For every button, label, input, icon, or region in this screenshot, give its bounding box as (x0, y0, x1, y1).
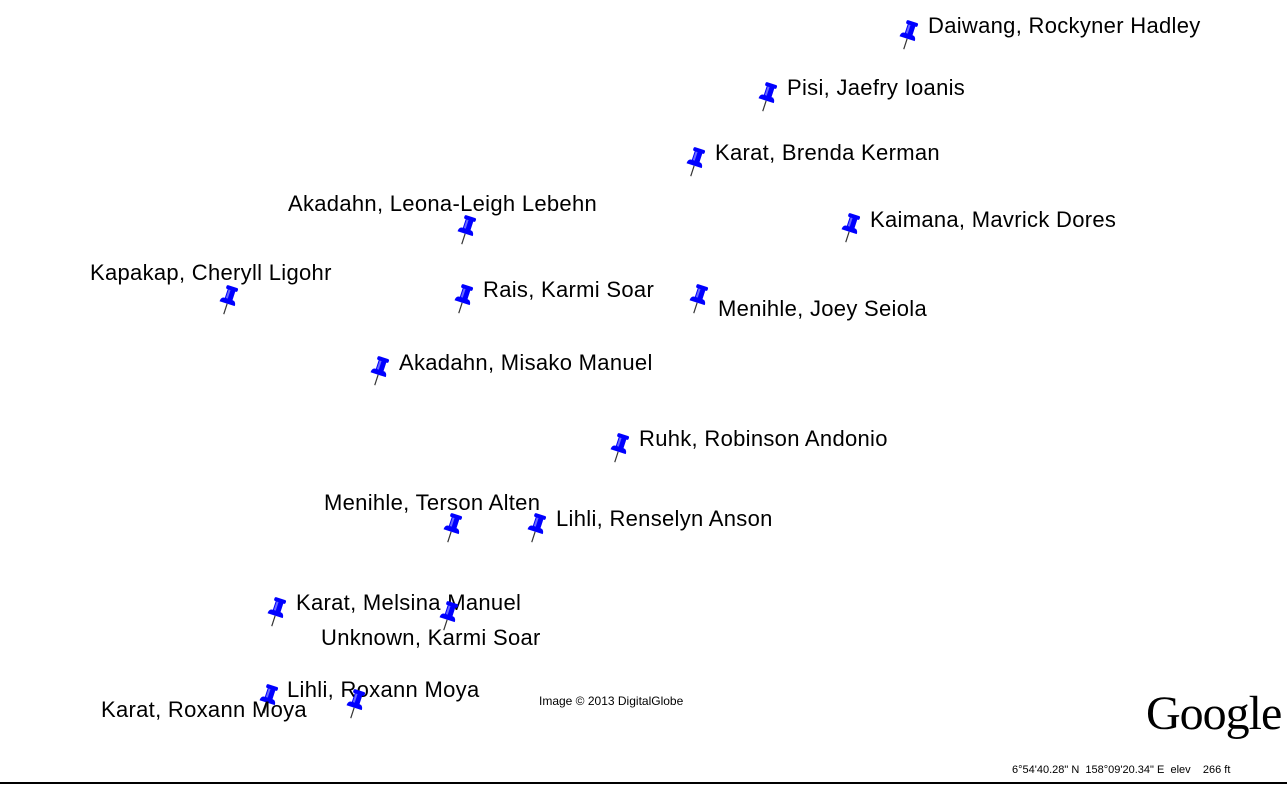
pushpin-icon[interactable] (440, 512, 466, 546)
placemark-label[interactable]: Kaimana, Mavrick Dores (870, 207, 1117, 232)
pushpin-icon[interactable] (896, 19, 922, 53)
placemark-label[interactable]: Ruhk, Robinson Andonio (639, 426, 888, 451)
pushpin-graphic (443, 513, 463, 543)
pushpin-icon[interactable] (838, 212, 864, 246)
placemark-label[interactable]: Pisi, Jaefry Ioanis (787, 75, 966, 100)
status-bar: 6°54'40.28" N 158°09'20.34" E elev 266 f… (1012, 764, 1230, 776)
pushpin-graphic (439, 601, 459, 631)
placemark-label[interactable]: Lihli, Roxann Moya (287, 677, 480, 702)
pushpin-icon[interactable] (216, 284, 242, 318)
pushpin-icon[interactable] (343, 688, 369, 722)
elevation-value: 266 ft (1202, 764, 1231, 776)
pushpin-graphic (346, 689, 366, 719)
pushpin-icon[interactable] (524, 512, 550, 546)
pushpin-icon[interactable] (367, 355, 393, 389)
imagery-credit: Image © 2013 DigitalGlobe (539, 694, 684, 708)
pushpin-graphic (758, 82, 778, 112)
pushpin-graphic (454, 284, 474, 314)
pushpin-icon[interactable] (264, 596, 290, 630)
placemark-label[interactable]: Menihle, Joey Seiola (718, 296, 928, 321)
pushpin-graphic (267, 597, 287, 627)
longitude-readout: 158°09'20.34" E (1085, 764, 1165, 776)
pushpin-graphic (370, 356, 390, 386)
pushpin-graphic (841, 213, 861, 243)
pushpin-graphic (686, 147, 706, 177)
pushpin-icon[interactable] (454, 214, 480, 248)
placemark-label[interactable]: Rais, Karmi Soar (483, 277, 655, 302)
pushpin-icon[interactable] (683, 146, 709, 180)
pushpin-graphic (610, 433, 630, 463)
latitude-readout: 6°54'40.28" N (1012, 764, 1080, 776)
pushpin-graphic (899, 20, 919, 50)
placemark-label[interactable]: Akadahn, Misako Manuel (399, 350, 653, 375)
google-logo: Google (1146, 687, 1282, 740)
pushpin-graphic (527, 513, 547, 543)
divider (0, 782, 1287, 784)
pushpin-icon[interactable] (755, 81, 781, 115)
placemark-label[interactable]: Lihli, Renselyn Anson (556, 506, 773, 531)
pushpin-icon[interactable] (451, 283, 477, 317)
placemark-label[interactable]: Karat, Melsina Manuel (296, 590, 522, 615)
pushpin-graphic (457, 215, 477, 245)
placemark-label[interactable]: Karat, Roxann Moya (101, 697, 307, 722)
pushpin-icon[interactable] (607, 432, 633, 466)
placemark-label[interactable]: Unknown, Karmi Soar (321, 625, 541, 650)
pushpin-graphic (259, 684, 279, 714)
pushpin-graphic (219, 285, 239, 315)
elevation-label: elev (1170, 764, 1191, 776)
placemark-label[interactable]: Menihle, Terson Alten (324, 490, 541, 515)
pushpin-icon[interactable] (686, 283, 712, 317)
placemark-label[interactable]: Akadahn, Leona-Leigh Lebehn (288, 191, 598, 216)
pushpin-graphic (689, 284, 709, 314)
pushpin-icon[interactable] (256, 683, 282, 717)
pushpin-icon[interactable] (436, 600, 462, 634)
placemark-label[interactable]: Daiwang, Rockyner Hadley (928, 13, 1201, 38)
placemark-label[interactable]: Karat, Brenda Kerman (715, 140, 940, 165)
placemark-label[interactable]: Kapakap, Cheryll Ligohr (90, 260, 332, 285)
